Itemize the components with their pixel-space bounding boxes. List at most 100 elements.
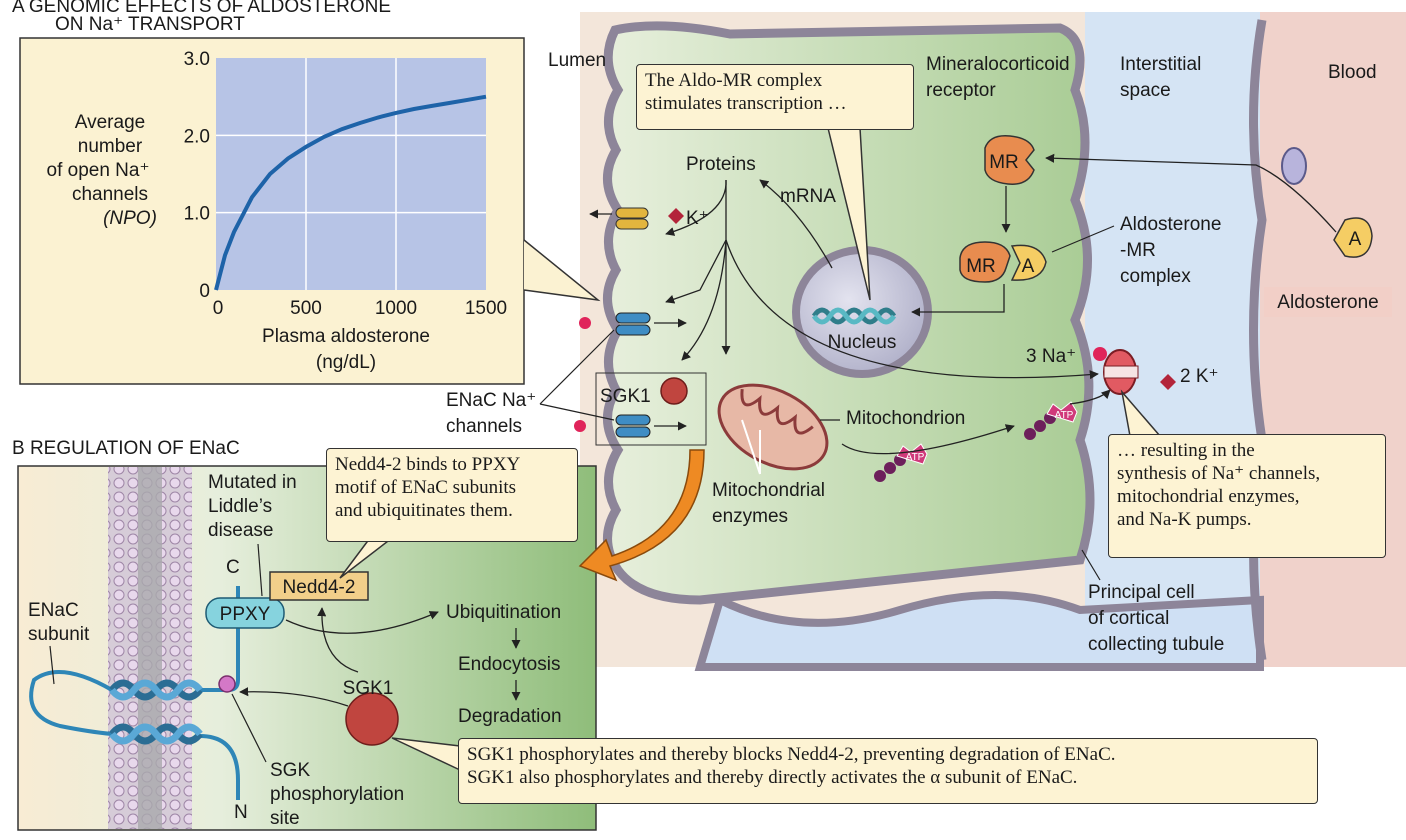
transmembrane-helix-upper — [109, 679, 203, 701]
y-label-2: number — [78, 136, 143, 157]
mr-receptor-icon — [984, 135, 1035, 185]
na-ion-upper — [579, 317, 591, 329]
enac-subunit-label-1: ENaC — [28, 600, 79, 621]
atp-icon-1: ATP — [874, 443, 928, 482]
sgk-callout-line-2: SGK1 also phosphorylates and thereby dir… — [467, 767, 1078, 788]
na-k-pump-icon — [1103, 349, 1139, 395]
nedd4-2-label: Nedd4-2 — [283, 577, 356, 598]
sgk1-icon — [345, 692, 399, 746]
aldosterone-curve — [214, 94, 487, 291]
enac-channels-label-2: channels — [446, 416, 522, 437]
atp-text-2: ATP — [1055, 410, 1074, 421]
ppxy-to-ubiquitination-arrow — [285, 611, 439, 634]
principal-cell-label-1: Principal cell — [1088, 582, 1195, 603]
resulting-callout: … resulting in the synthesis of Na⁺ chan… — [1108, 434, 1386, 558]
nedd-callout-line-1: Nedd4-2 binds to PPXY — [335, 454, 521, 475]
sgk-site-label-1: SGK — [270, 760, 310, 781]
principal-cell-label-2: of cortical — [1088, 608, 1169, 629]
principal-cell-label-3: collecting tubule — [1088, 634, 1224, 655]
step-ubiquitination: Ubiquitination — [446, 602, 561, 623]
k-channel-icon — [615, 207, 649, 230]
nedd4-2-box — [269, 571, 369, 601]
sgk1-label: SGK1 — [343, 678, 394, 699]
aldo-mr-callout-tail — [827, 127, 871, 301]
proteins-to-k-arrow — [665, 179, 727, 236]
sgk-callout-line-1: SGK1 phosphorylates and thereby blocks N… — [467, 744, 1116, 765]
sgk-to-nedd-arrow — [317, 607, 359, 673]
panel-b-header: B REGULATION OF ENaC — [12, 438, 240, 459]
blood-cell — [1281, 147, 1307, 185]
mrna-arrow — [759, 179, 833, 269]
na-pump-ion — [1093, 347, 1107, 361]
gridlines — [216, 58, 486, 290]
y-label-5: (NPO) — [103, 208, 157, 229]
x-label-2: (ng/dL) — [316, 352, 376, 373]
mutated-label-1: Mutated in — [208, 472, 297, 493]
nedd-callout-line-3: and ubiquitinates them. — [335, 500, 513, 521]
y-axis-label: Average number of open Na⁺ channels (NPO… — [47, 112, 157, 229]
lumen-label: Lumen — [548, 50, 606, 71]
aldo-to-mr-arrow — [1045, 153, 1337, 233]
mr-label: MR — [989, 152, 1019, 173]
mineralocorticoid-label-2: receptor — [926, 80, 996, 101]
enac-subunit-label-2: subunit — [28, 624, 90, 645]
lower-interstitial — [694, 591, 1264, 671]
mutated-label-3: disease — [208, 520, 274, 541]
mito-enzymes-label-1: Mitochondrial — [712, 480, 825, 501]
atp-flow-arrow — [841, 424, 1015, 455]
enac-channel-upper-icon — [615, 312, 651, 336]
n-terminal-strand — [199, 734, 240, 800]
resulting-callout-tail — [1120, 389, 1161, 437]
mitochondrion-label: Mitochondrion — [846, 408, 965, 429]
sgk-callout-tail — [391, 737, 461, 771]
n-terminal-label: N — [234, 802, 248, 823]
bound-aldosterone-icon — [1010, 244, 1047, 281]
principal-leader — [1081, 549, 1101, 581]
blood-region — [1250, 12, 1406, 667]
atp-icon-2: ATP — [1024, 401, 1078, 440]
y-label-4: channels — [72, 184, 148, 205]
proteins-label: Proteins — [686, 154, 756, 175]
y-label-1: Average — [75, 112, 145, 133]
panel-a-header-1: A GENOMIC EFFECTS OF ALDOSTERONE — [12, 0, 391, 17]
plot-background — [216, 58, 486, 290]
mutated-leader — [257, 543, 263, 597]
mutated-label-2: Liddle’s — [208, 496, 272, 517]
enac-leader — [539, 329, 615, 421]
cristae — [740, 388, 814, 435]
interstitial-label-2: space — [1120, 80, 1171, 101]
aldosterone-icon — [1333, 217, 1373, 258]
sgk-callout: SGK1 phosphorylates and thereby blocks N… — [458, 738, 1318, 804]
step-endocytosis: Endocytosis — [458, 654, 560, 675]
phosphorylation-site-icon — [218, 675, 236, 693]
panel-a-header-2: ON Na⁺ TRANSPORT — [55, 14, 245, 35]
aldo-mr-callout: The Aldo-MR complex stimulates transcrip… — [636, 64, 914, 130]
complex-to-nucleus-arrow — [911, 284, 1005, 317]
nucleus-label: Nucleus — [828, 332, 897, 353]
na3-label: 3 Na⁺ — [1026, 346, 1076, 367]
resulting-callout-line-2: synthesis of Na⁺ channels, — [1117, 463, 1321, 484]
nedd-callout: Nedd4-2 binds to PPXY motif of ENaC subu… — [326, 448, 578, 542]
x-tick-label: 1000 — [375, 298, 417, 319]
bilayer-core — [138, 467, 162, 829]
y-tick-label: 0 — [199, 281, 210, 302]
extracellular-loop — [29, 670, 113, 736]
blood-label: Blood — [1328, 62, 1377, 83]
dna-helix-icon — [811, 307, 897, 325]
sgk-site-label-3: site — [270, 808, 300, 829]
aldosterone-a-label: A — [1349, 229, 1362, 250]
interstitial-label-1: Interstitial — [1120, 54, 1201, 75]
mineralocorticoid-label-1: Mineralocorticoid — [926, 54, 1070, 75]
resulting-callout-line-1: … resulting in the — [1117, 440, 1255, 461]
sgk1-cell-icon — [660, 377, 688, 405]
sgk1-cell-label: SGK1 — [600, 386, 651, 407]
aldosterone-label: Aldosterone — [1277, 292, 1378, 313]
ppxy-motif — [205, 597, 285, 629]
enac-subunit-leader — [49, 645, 55, 685]
k2-label: 2 K⁺ — [1180, 366, 1219, 387]
y-tick-label: 2.0 — [184, 126, 210, 147]
y-tick-labels: 01.02.03.0 — [184, 49, 210, 302]
